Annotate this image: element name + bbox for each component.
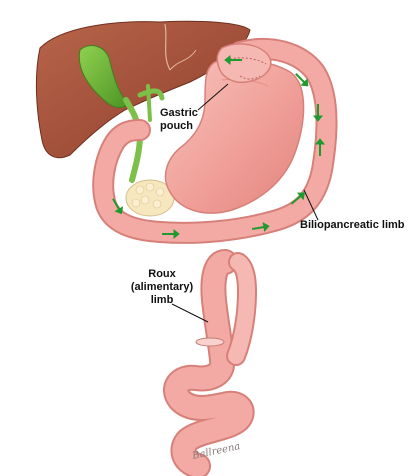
green-arrow-icon [251, 222, 270, 233]
gastric-pouch-leader [197, 83, 229, 111]
roux-limb-label-line-3: limb [150, 294, 174, 306]
flow-arrows [112, 54, 326, 240]
biliopancreatic-limb [92, 38, 338, 244]
gastric-pouch-label: Gastric pouch [160, 107, 198, 133]
gastric-pouch-label-line-2: pouch [160, 120, 193, 132]
roux-leader [171, 303, 209, 323]
green-arrow-icon [290, 192, 306, 205]
roux-limb-label: Roux (alimentary) limb [122, 268, 202, 307]
roux-limb-label-line-2: (alimentary) [130, 281, 194, 293]
roux-limb-label-line-1: Roux [148, 268, 176, 280]
green-arrow-icon [112, 198, 124, 215]
green-arrow-icon [312, 104, 324, 122]
stomach [164, 59, 305, 214]
gastric-pouch [216, 43, 272, 84]
green-arrow-icon [162, 228, 180, 240]
roux-limb [163, 249, 257, 476]
biliopancreatic-leader [303, 189, 319, 221]
biliopancreatic-limb-label: Biliopancreatic limb [300, 219, 405, 231]
green-arrow-icon [224, 54, 242, 66]
gastric-pouch-label-line-1: Gastric [160, 107, 198, 119]
green-arrow-icon [295, 73, 309, 87]
green-arrow-icon [314, 138, 326, 156]
